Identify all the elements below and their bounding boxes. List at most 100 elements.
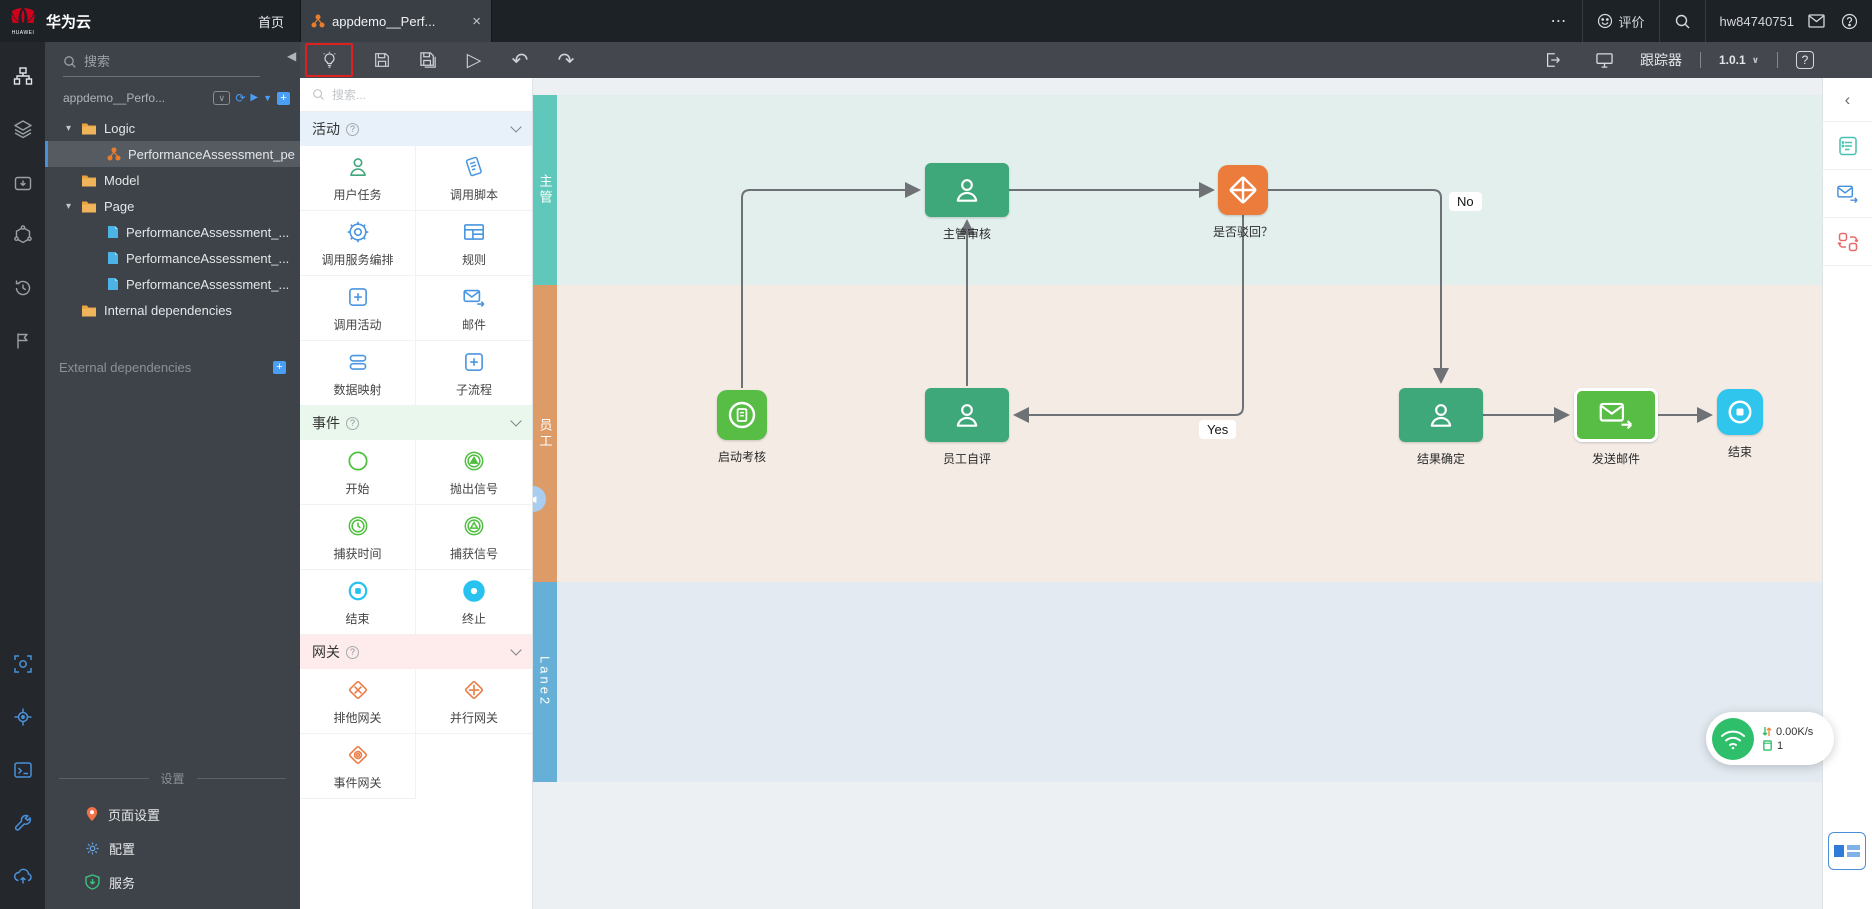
node-manager-review[interactable]: [925, 163, 1009, 217]
save-all-button[interactable]: [411, 45, 445, 75]
layers-icon[interactable]: [0, 109, 45, 149]
hints-bulb-button[interactable]: [312, 45, 346, 75]
palette-item-catch-signal[interactable]: 捕获信号: [416, 505, 532, 570]
mail-settings-button[interactable]: [1823, 170, 1872, 218]
palette-item-call-script[interactable]: 调用脚本: [416, 146, 532, 211]
palette-item-start[interactable]: 开始: [300, 440, 416, 505]
history-icon[interactable]: [0, 268, 45, 308]
run-flow-button[interactable]: ▷: [466, 49, 482, 71]
left-icon-rail: [0, 42, 45, 909]
flow-canvas[interactable]: 主管 员工 Lane2 启动考核 员工自评 主管审核 是否驳回？: [520, 78, 1822, 909]
node-reject-gateway[interactable]: [1218, 165, 1268, 215]
external-dependencies-row[interactable]: External dependencies +: [45, 355, 300, 379]
sitemap-icon[interactable]: [0, 56, 45, 96]
palette-item-exclusive-gateway[interactable]: 排他网关: [300, 669, 416, 734]
tree-item-page-2[interactable]: PerformanceAssessment_...: [45, 245, 300, 271]
properties-clipboard-button[interactable]: [1823, 122, 1872, 170]
more-icon[interactable]: ⋯: [1550, 13, 1568, 30]
palette-item-throw-signal[interactable]: 抛出信号: [416, 440, 532, 505]
tree-folder-model[interactable]: Model: [45, 167, 300, 193]
palette-item-terminate[interactable]: 终止: [416, 570, 532, 635]
chevron-down-icon: ∨: [1751, 54, 1759, 65]
palette-item-call-activity[interactable]: 调用活动: [300, 276, 416, 341]
tree-folder-page[interactable]: ▾ Page: [45, 193, 300, 219]
add-icon[interactable]: +: [277, 91, 290, 105]
palette-item-parallel-gateway[interactable]: 并行网关: [416, 669, 532, 734]
username[interactable]: hw84740751: [1719, 13, 1794, 29]
preview-scan-icon[interactable]: [0, 644, 45, 684]
tree-item-page-3[interactable]: PerformanceAssessment_...: [45, 271, 300, 297]
version-selector[interactable]: 1.0.1 ∨: [1719, 53, 1759, 67]
palette-item-event-gateway[interactable]: 事件网关: [300, 734, 416, 799]
tree-folder-logic[interactable]: ▾ Logic: [45, 115, 300, 141]
explorer-search[interactable]: [63, 54, 260, 77]
install-box-icon[interactable]: [0, 162, 45, 202]
terminate-event-icon: [463, 579, 485, 602]
toolbar-right-group: 跟踪器 1.0.1 ∨ ?: [1536, 45, 1872, 75]
run-icon[interactable]: ▶: [250, 92, 259, 103]
redo-button[interactable]: ↷: [557, 49, 575, 72]
palette-search[interactable]: [300, 78, 532, 112]
palette-item-email[interactable]: 邮件: [416, 276, 532, 341]
undo-button[interactable]: ↶: [511, 49, 529, 72]
node-start-assessment[interactable]: [717, 390, 767, 440]
tracker-button[interactable]: 跟踪器: [1639, 52, 1682, 68]
cloud-upload-icon[interactable]: [0, 856, 45, 896]
feedback-button[interactable]: 评价: [1597, 12, 1645, 31]
filter-icon[interactable]: ▼: [263, 92, 272, 103]
debug-run-icon[interactable]: [0, 321, 45, 361]
toolbar-help-icon[interactable]: ?: [1796, 51, 1814, 69]
refresh-icon[interactable]: ⟳: [235, 91, 246, 105]
node-result-confirm[interactable]: [1399, 388, 1483, 442]
tree-item-page-1[interactable]: PerformanceAssessment_...: [45, 219, 300, 245]
shield-icon: [85, 874, 100, 890]
help-button[interactable]: [1841, 13, 1858, 30]
services-item[interactable]: 服务: [45, 865, 300, 899]
wrench-icon[interactable]: [0, 803, 45, 843]
tree-folder-internal-dependencies[interactable]: Internal dependencies: [45, 297, 300, 323]
node-end[interactable]: [1717, 389, 1763, 435]
expand-right-panel-icon[interactable]: ‹: [1823, 78, 1872, 122]
layout-widget-button[interactable]: [1828, 832, 1866, 870]
preview-monitor-icon[interactable]: [1588, 45, 1622, 75]
section-events[interactable]: 事件 ?: [300, 406, 532, 440]
swap-versions-button[interactable]: [1823, 218, 1872, 266]
node-send-mail[interactable]: [1574, 388, 1658, 442]
mail-button[interactable]: [1808, 14, 1825, 28]
config-item[interactable]: 配置: [45, 831, 300, 865]
tab-appdemo[interactable]: appdemo__Perf... ×: [300, 0, 492, 42]
section-activities[interactable]: 活动 ?: [300, 112, 532, 146]
lane-body-manager: [557, 95, 1822, 285]
palette-item-subprocess[interactable]: 子流程: [416, 341, 532, 406]
palette-item-call-orchestration[interactable]: 调用服务编排: [300, 211, 416, 276]
tab-close-icon[interactable]: ×: [472, 12, 481, 30]
add-dependency-icon[interactable]: +: [273, 360, 286, 374]
node-employee-self-eval[interactable]: [925, 388, 1009, 442]
hexagon-nodes-icon[interactable]: [0, 215, 45, 255]
brand-name: 华为云: [46, 13, 92, 31]
select-collapse-icon[interactable]: ∨: [213, 91, 231, 105]
locate-icon[interactable]: [0, 697, 45, 737]
expand-icon[interactable]: ▾: [65, 200, 72, 212]
explorer-search-input[interactable]: [84, 54, 214, 69]
node-label: 发送邮件: [1591, 452, 1640, 466]
palette-item-catch-timer[interactable]: 捕获时间: [300, 505, 416, 570]
section-gateways[interactable]: 网关 ?: [300, 635, 532, 669]
throw-signal-icon: [464, 451, 484, 470]
terminal-icon[interactable]: [0, 750, 45, 790]
palette-item-end[interactable]: 结束: [300, 570, 416, 635]
palette-item-user-task[interactable]: 用户任务: [300, 146, 416, 211]
page-settings-item[interactable]: 页面设置: [45, 797, 300, 831]
expand-icon[interactable]: ▾: [65, 122, 72, 134]
home-link[interactable]: 首页: [257, 14, 284, 30]
palette-item-data-mapping[interactable]: 数据映射: [300, 341, 416, 406]
collapse-panel-icon[interactable]: ◀: [287, 49, 297, 63]
export-icon[interactable]: [1536, 45, 1570, 75]
save-button[interactable]: [365, 45, 399, 75]
catch-signal-icon: [464, 516, 484, 535]
palette-item-rule[interactable]: 规则: [416, 211, 532, 276]
palette-search-input[interactable]: [332, 87, 502, 102]
folder-icon: [82, 305, 96, 316]
search-button[interactable]: [1674, 13, 1691, 30]
tree-item-performance-flow[interactable]: PerformanceAssessment_pe: [45, 141, 300, 167]
